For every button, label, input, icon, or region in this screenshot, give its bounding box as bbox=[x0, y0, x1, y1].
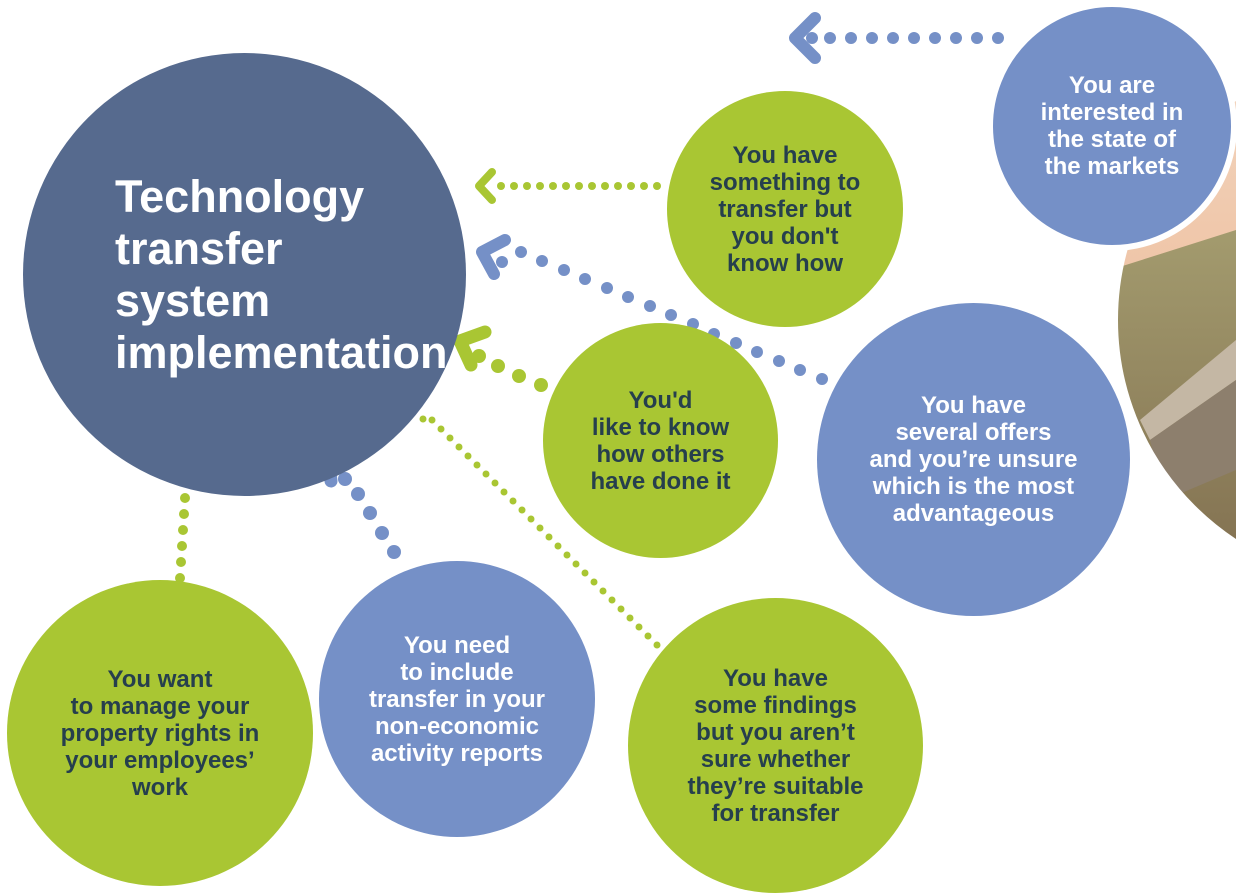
node-offers: You have several offers and you’re unsur… bbox=[817, 303, 1130, 616]
node-rights: You want to manage your property rights … bbox=[7, 580, 313, 886]
node-reports: You need to include transfer in your non… bbox=[319, 561, 595, 837]
node-markets-text: You are interested in the state of the m… bbox=[1040, 72, 1184, 180]
connector-offers bbox=[476, 234, 828, 385]
node-markets: You are interested in the state of the m… bbox=[987, 1, 1236, 251]
node-something-text: You have something to transfer but you d… bbox=[709, 141, 861, 277]
central-title: Technology transfer system implementatio… bbox=[115, 170, 448, 378]
node-findings-text: You have some findings but you aren’t su… bbox=[687, 664, 864, 827]
connector-something bbox=[475, 168, 661, 204]
node-offers-text: You have several offers and you’re unsur… bbox=[869, 392, 1078, 527]
connector-others bbox=[453, 325, 548, 392]
connector-markets bbox=[789, 12, 1004, 64]
node-others: You'd like to know how others have done … bbox=[543, 323, 778, 558]
node-others-text: You'd like to know how others have done … bbox=[590, 386, 731, 495]
node-findings: You have some findings but you aren’t su… bbox=[628, 598, 923, 893]
connector-findings bbox=[395, 405, 661, 649]
central-node: Technology transfer system implementatio… bbox=[23, 53, 466, 496]
node-rights-text: You want to manage your property rights … bbox=[60, 665, 260, 801]
node-something: You have something to transfer but you d… bbox=[667, 91, 903, 327]
node-reports-text: You need to include transfer in your non… bbox=[368, 631, 546, 767]
